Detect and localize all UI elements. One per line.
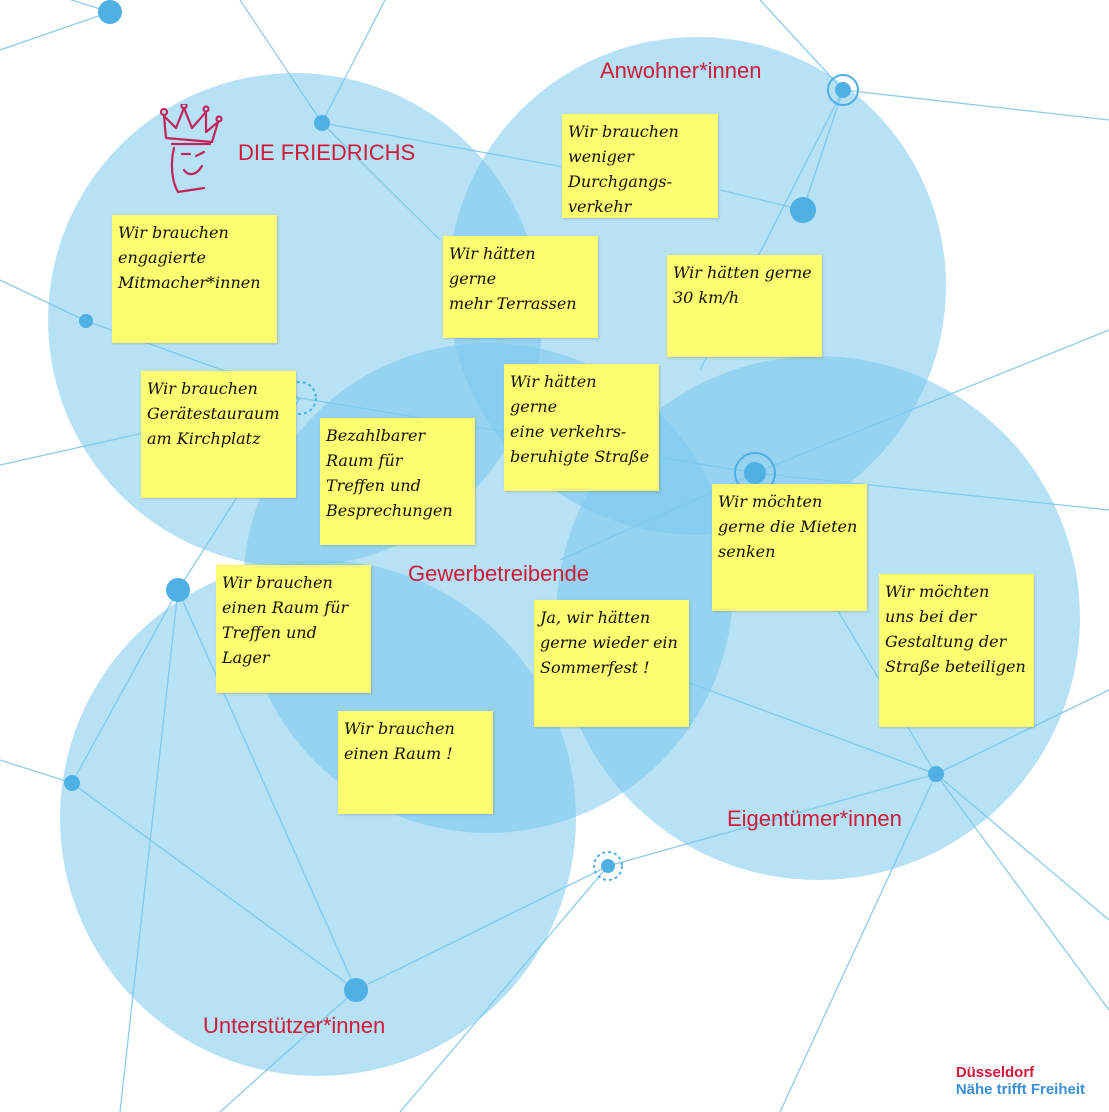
circle-eigentuemer	[556, 356, 1080, 880]
brand-slogan: Nähe trifft Freiheit	[955, 1081, 1085, 1098]
sticky-note: Wir brauchen einen Raum !	[338, 711, 493, 814]
sticky-note: Wir brauchen Gerätestauraum am Kirchplat…	[141, 371, 296, 498]
label-unterstuetzer: Unterstützer*innen	[203, 1013, 386, 1038]
sticky-note: Wir hätten gerne 30 km/h	[667, 255, 822, 357]
sticky-note: Wir hätten gerne eine verkehrs- beruhigt…	[504, 364, 659, 491]
label-anwohner: Anwohner*innen	[600, 58, 762, 83]
sticky-note: Wir möchten uns bei der Gestaltung der S…	[879, 574, 1034, 727]
sticky-note: Wir brauchen engagierte Mitmacher*innen	[112, 215, 277, 343]
crown-face-icon	[160, 104, 223, 194]
sticky-note: Wir möchten gerne die Mieten senken	[712, 484, 867, 611]
network-nodes	[64, 0, 944, 1002]
brand-city: Düsseldorf	[955, 1064, 1035, 1081]
sticky-note: Ja, wir hätten gerne wieder ein Sommerfe…	[534, 600, 689, 727]
circle-unterstuetzer	[60, 560, 576, 1076]
sticky-note: Wir hätten gerne mehr Terrassen	[443, 236, 598, 338]
sticky-note: Bezahlbarer Raum für Treffen und Besprec…	[320, 418, 475, 545]
logo-title: DIE FRIEDRICHS	[238, 140, 416, 165]
label-eigentuemer: Eigentümer*innen	[727, 806, 902, 831]
brand-logo: Düsseldorf Nähe trifft Freiheit	[956, 1064, 1085, 1098]
sticky-note: Wir brauchen weniger Durchgangs- verkehr	[562, 114, 718, 218]
sticky-note: Wir brauchen einen Raum für Treffen und …	[216, 565, 371, 693]
label-gewerbe: Gewerbetreibende	[408, 561, 590, 586]
